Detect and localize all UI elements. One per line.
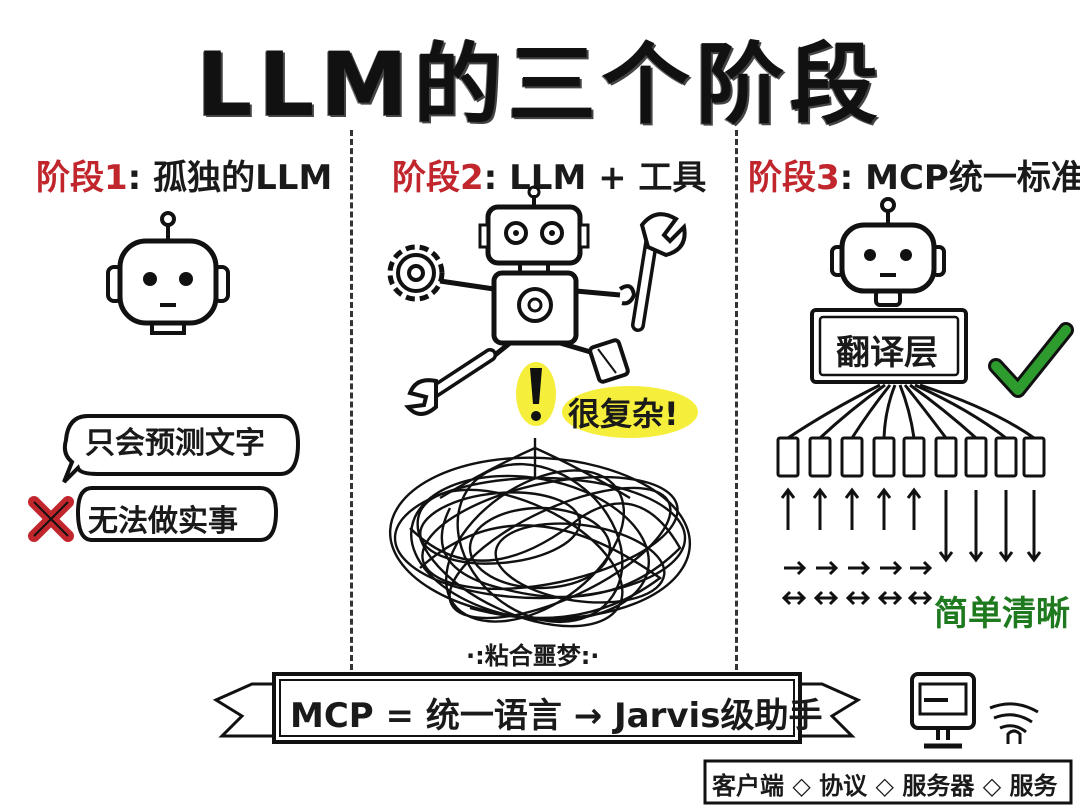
- stage-3-sep: :: [840, 158, 865, 198]
- gear-icon: [390, 247, 442, 299]
- computer-icon: [908, 668, 1048, 758]
- simple-clear-label: 简单清晰: [934, 586, 1070, 635]
- stage-3-heading: 阶段3: MCP统一标准: [748, 150, 1080, 199]
- stage-3-number: 阶段3: [748, 158, 840, 198]
- wrench-icon: [638, 214, 685, 325]
- page-title: LLM的三个阶段: [0, 14, 1080, 141]
- complex-label: 很复杂!: [568, 389, 679, 435]
- translation-layer-label: 翻译层: [836, 325, 938, 374]
- lonely-robot-icon: [100, 205, 240, 335]
- mcp-robot-icon: [830, 195, 950, 310]
- wrench-left-icon: [408, 355, 490, 414]
- red-x-icon: [26, 494, 76, 544]
- trowel-icon: [589, 339, 629, 383]
- divider-right: [735, 130, 738, 670]
- stage-3-label: MCP统一标准: [865, 158, 1080, 198]
- stage-1-label: 孤独的LLM: [153, 158, 332, 198]
- bubble-cannot-text: 无法做实事: [88, 496, 238, 540]
- banner-text: MCP = 统一语言 → Jarvis级助手: [290, 688, 822, 737]
- stage-1-heading: 阶段1: 孤独的LLM: [36, 150, 332, 199]
- tangle-mess-icon: [380, 438, 700, 638]
- warning-exclamation-icon: [514, 360, 558, 430]
- stage-1-number: 阶段1: [36, 158, 128, 198]
- divider-left: [350, 130, 353, 670]
- bubble-predict-text: 只会预测文字: [85, 418, 265, 462]
- stage-1-sep: :: [128, 158, 153, 198]
- footer-flow-text: 客户端 ◇ 协议 ◇ 服务器 ◇ 服务: [712, 766, 1058, 801]
- connector-fanout: [770, 380, 1070, 620]
